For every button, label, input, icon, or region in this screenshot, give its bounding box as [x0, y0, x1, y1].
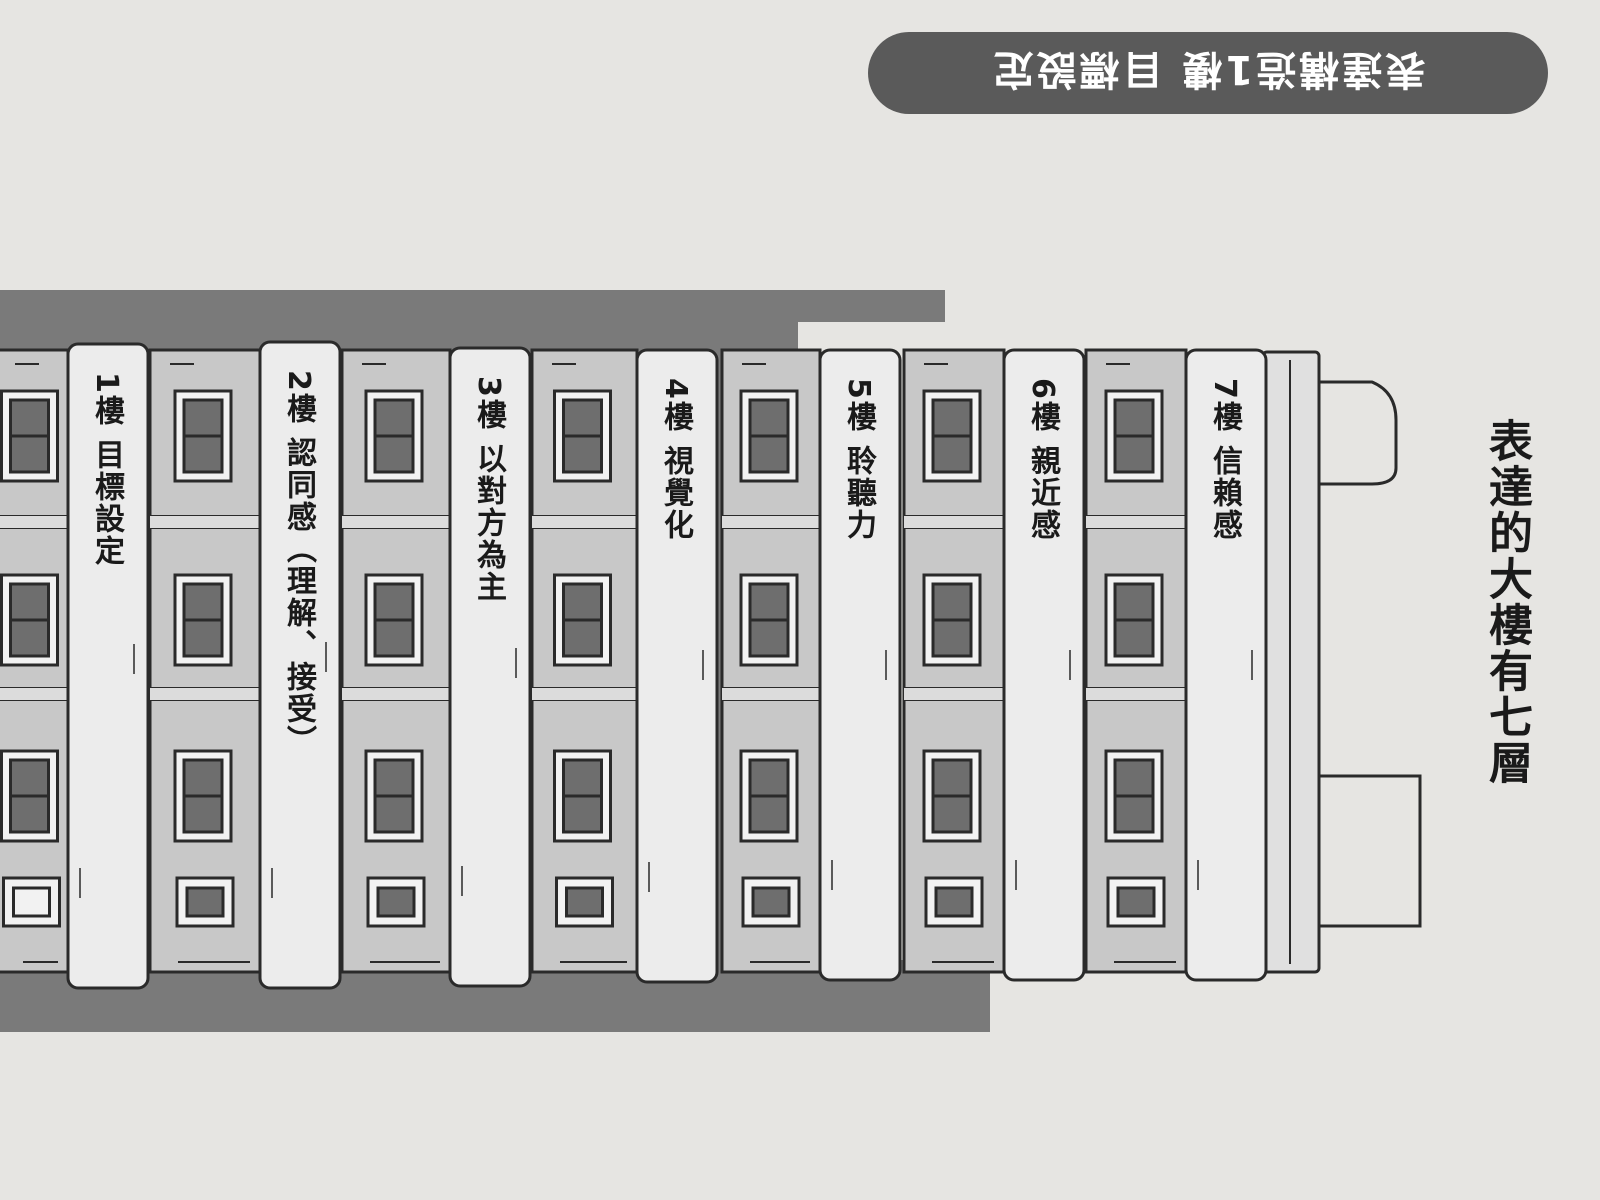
window [553, 749, 612, 843]
floor-label-panel-7 [1184, 348, 1268, 982]
floor-label-1: 1樓 目標設定 [89, 372, 124, 568]
floor-label-2: 2樓 認同感（理解、接受） [281, 370, 316, 758]
small-window [366, 876, 426, 928]
floor-label-3: 3樓 以對方為主 [471, 376, 506, 604]
small-window [924, 876, 984, 928]
roof-box [1313, 774, 1422, 928]
window [922, 573, 982, 667]
window [173, 389, 233, 483]
window [0, 389, 59, 483]
window [739, 573, 799, 667]
floor-label-6: 6樓 親近感 [1025, 378, 1060, 542]
window [922, 389, 982, 483]
header-pill: 表達構造1樓 目標設定 [868, 32, 1548, 114]
window [1104, 389, 1164, 483]
floor-label-panel-5 [818, 348, 902, 982]
window [173, 573, 233, 667]
window [553, 573, 612, 667]
small-window [2, 876, 61, 928]
floor-label-panel-6 [1002, 348, 1086, 982]
floor-wall-2 [148, 348, 262, 974]
window [739, 749, 799, 843]
window [922, 749, 982, 843]
floor-label-panel-4 [635, 348, 719, 984]
window [364, 573, 424, 667]
floor-wall-5 [720, 348, 822, 974]
small-window [741, 876, 801, 928]
roof-tower [1313, 380, 1398, 486]
window [553, 389, 612, 483]
floor-wall-6 [902, 348, 1006, 974]
small-window [1106, 876, 1166, 928]
floor-wall-4 [530, 348, 639, 974]
window [0, 573, 59, 667]
floor-label-panel-1 [66, 342, 150, 990]
floor-label-4: 4樓 視覺化 [658, 378, 693, 542]
window [739, 389, 799, 483]
floor-label-7: 7樓 信賴感 [1207, 378, 1242, 542]
floor-label-panel-2 [258, 340, 342, 990]
small-window [175, 876, 235, 928]
floor-wall-7 [1084, 348, 1188, 974]
side-title: 表達的大樓有七層 [1481, 418, 1532, 786]
small-window [555, 876, 614, 928]
window [1104, 573, 1164, 667]
window [0, 749, 59, 843]
floor-wall-3 [340, 348, 452, 974]
floor-label-5: 5樓 聆聽力 [841, 378, 876, 542]
window [1104, 749, 1164, 843]
window [364, 749, 424, 843]
window [364, 389, 424, 483]
floor-label-panel-3 [448, 346, 532, 988]
window [173, 749, 233, 843]
floor-wall-1 [0, 348, 70, 974]
